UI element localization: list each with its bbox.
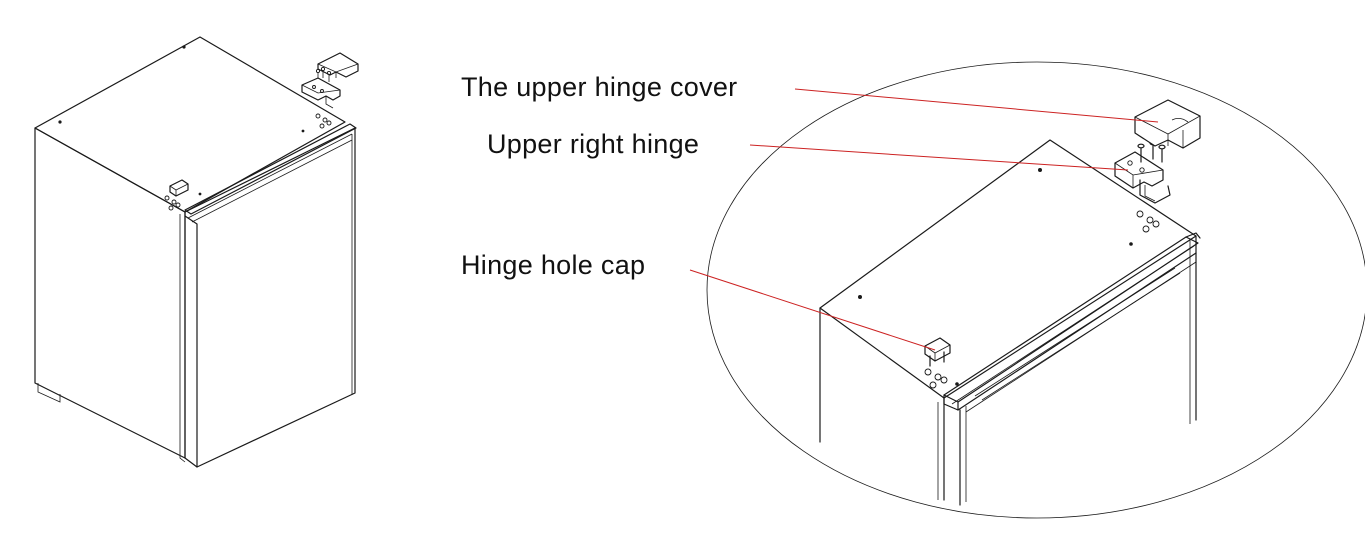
- upper-hinge-cover-part: [1134, 99, 1201, 149]
- appliance-door: [184, 127, 356, 468]
- leader-upper-right-hinge: [749, 144, 1129, 171]
- callout-upper-right-hinge: Upper right hinge: [487, 129, 1129, 171]
- leader-hinge-hole-cap: [689, 269, 936, 351]
- hinge-hole-cap-part: [924, 337, 951, 367]
- detail-ellipse: [706, 61, 1365, 519]
- callout-hinge-hole-cap: Hinge hole cap: [461, 250, 936, 351]
- appliance-top: [34, 36, 346, 213]
- leader-upper-hinge-cover: [794, 88, 1159, 123]
- label-upper-right-hinge: Upper right hinge: [487, 129, 699, 159]
- detail-view: [706, 61, 1365, 519]
- upper-right-hinge-part: [1114, 140, 1171, 204]
- detail-door-rail: [943, 236, 1199, 403]
- small-upper-right-hinge: [301, 77, 341, 101]
- callout-upper-hinge-cover: The upper hinge cover: [461, 72, 1159, 123]
- label-hinge-hole-cap: Hinge hole cap: [461, 250, 645, 280]
- small-upper-hinge-cover: [317, 52, 359, 78]
- door-top-rail: [184, 123, 357, 215]
- appliance-overview: [34, 36, 359, 468]
- appliance-left-side: [34, 127, 186, 459]
- label-upper-hinge-cover: The upper hinge cover: [461, 72, 737, 102]
- small-hinge-hole-cap: [169, 179, 189, 197]
